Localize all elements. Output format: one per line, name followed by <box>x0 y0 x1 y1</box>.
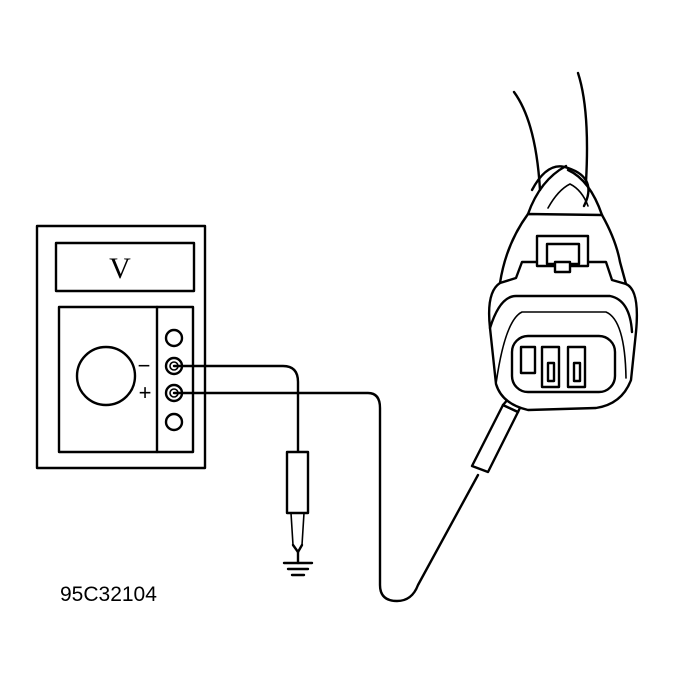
meter-negative-symbol: − <box>138 353 151 378</box>
connector-terminal-cavities <box>519 345 587 389</box>
meter-display-label: V <box>109 252 131 285</box>
wire-harness <box>512 71 604 217</box>
meter-display <box>54 241 196 293</box>
connector <box>487 212 639 412</box>
voltmeter: V − + <box>35 224 207 470</box>
connector-lock-tab <box>535 234 590 274</box>
figure-id: 95C32104 <box>60 583 157 606</box>
meter-dial <box>75 345 137 407</box>
ground-symbol <box>282 561 314 577</box>
negative-test-lead <box>172 364 310 565</box>
meter-positive-symbol: + <box>139 380 152 405</box>
meter-jack-1 <box>164 328 184 348</box>
connector-face <box>510 334 617 394</box>
negative-probe-handle <box>285 450 310 515</box>
positive-test-lead <box>172 365 542 603</box>
positive-probe-handle <box>470 403 520 474</box>
meter-jack-4 <box>164 412 184 432</box>
